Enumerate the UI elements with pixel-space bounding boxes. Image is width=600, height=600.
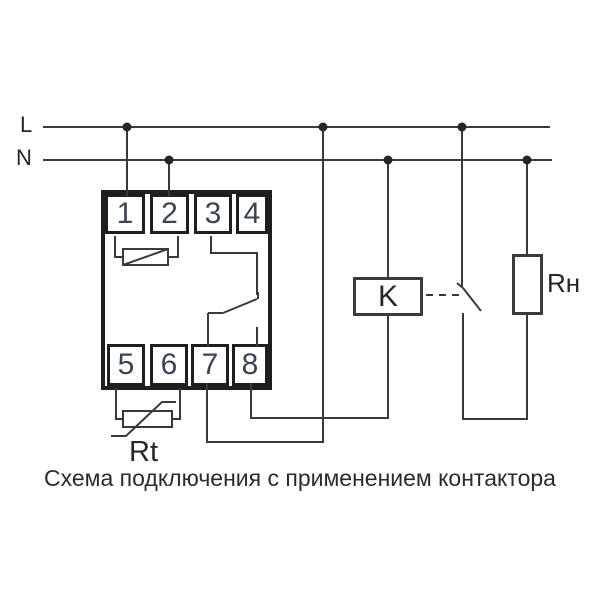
junction-dot xyxy=(522,155,532,165)
terminal-1: 1 xyxy=(105,194,145,234)
terminal-8: 8 xyxy=(232,344,268,386)
load-resistor-box xyxy=(512,254,543,315)
terminal-4: 4 xyxy=(236,194,268,234)
terminal-3: 3 xyxy=(194,194,232,234)
terminal-7: 7 xyxy=(191,344,229,386)
load-resistor-label: Rн xyxy=(547,268,581,298)
terminal-1-label: 1 xyxy=(116,197,134,230)
wire-contact-to-load xyxy=(462,313,528,420)
terminal-7-label: 7 xyxy=(201,348,219,381)
terminal-2: 2 xyxy=(150,194,189,234)
contact-tick xyxy=(456,282,464,289)
junction-dot xyxy=(318,122,328,132)
terminal-5: 5 xyxy=(107,344,145,386)
terminal-6: 6 xyxy=(150,344,188,386)
junction-dot xyxy=(164,155,174,165)
terminal-3-label: 3 xyxy=(204,197,222,230)
terminal-2-label: 2 xyxy=(161,197,178,230)
junction-dot xyxy=(383,155,393,165)
junction-dots xyxy=(122,122,532,165)
junction-dot xyxy=(457,122,467,132)
neutral-line-label: N xyxy=(16,145,32,170)
terminal-5-label: 5 xyxy=(117,348,135,381)
contactor-contact-blade xyxy=(462,287,482,312)
junction-dot xyxy=(122,122,132,132)
diagram-caption: Схема подключения с применением контакто… xyxy=(44,465,556,491)
terminal-6-label: 6 xyxy=(160,348,178,381)
phase-line-label: L xyxy=(20,112,33,137)
contactor-coil-label: K xyxy=(377,279,398,313)
contactor-coil-box: K xyxy=(353,277,423,316)
thermistor-symbol xyxy=(111,388,181,437)
temperature-sensor-label: Rt xyxy=(129,436,158,468)
terminal-4-label: 4 xyxy=(243,197,261,230)
terminal-8-label: 8 xyxy=(241,348,259,381)
